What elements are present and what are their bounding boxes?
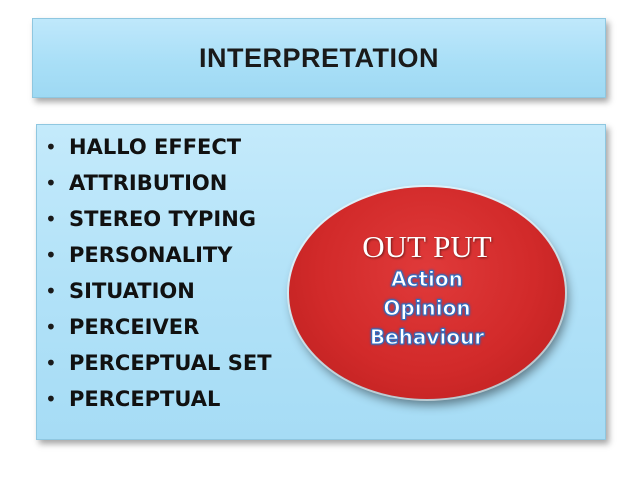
bullet-icon: • bbox=[45, 279, 57, 303]
output-behaviour: Behaviour bbox=[369, 325, 485, 350]
bullet-icon: • bbox=[45, 171, 57, 195]
bullet-label: PERCEIVER bbox=[69, 315, 200, 339]
list-item: • SITUATION bbox=[45, 273, 272, 309]
slide-title: INTERPRETATION bbox=[199, 42, 439, 73]
bullet-label: HALLO EFFECT bbox=[69, 135, 242, 159]
list-item: • HALLO EFFECT bbox=[45, 129, 272, 165]
bullet-icon: • bbox=[45, 315, 57, 339]
output-oval: OUT PUT Action Opinion Behaviour bbox=[289, 187, 565, 399]
list-item: • PERCEPTUAL bbox=[45, 381, 272, 417]
output-action: Action bbox=[391, 267, 464, 292]
output-heading: OUT PUT bbox=[362, 229, 492, 264]
bullet-label: PERCEPTUAL SET bbox=[69, 351, 272, 375]
bullet-label: PERCEPTUAL bbox=[69, 387, 221, 411]
list-item: • STEREO TYPING bbox=[45, 201, 272, 237]
bullet-label: ATTRIBUTION bbox=[69, 171, 228, 195]
list-item: • ATTRIBUTION bbox=[45, 165, 272, 201]
bullet-label: SITUATION bbox=[69, 279, 195, 303]
bullet-label: PERSONALITY bbox=[69, 243, 233, 267]
content-box: • HALLO EFFECT • ATTRIBUTION • STEREO TY… bbox=[36, 124, 606, 440]
bullet-label: STEREO TYPING bbox=[69, 207, 257, 231]
bullet-icon: • bbox=[45, 243, 57, 267]
bullet-icon: • bbox=[45, 135, 57, 159]
bullet-icon: • bbox=[45, 207, 57, 231]
title-box: INTERPRETATION bbox=[32, 18, 606, 98]
output-opinion: Opinion bbox=[383, 296, 471, 321]
list-item: • PERSONALITY bbox=[45, 237, 272, 273]
bullet-icon: • bbox=[45, 351, 57, 375]
bullet-list: • HALLO EFFECT • ATTRIBUTION • STEREO TY… bbox=[45, 129, 272, 417]
list-item: • PERCEPTUAL SET bbox=[45, 345, 272, 381]
list-item: • PERCEIVER bbox=[45, 309, 272, 345]
bullet-icon: • bbox=[45, 387, 57, 411]
